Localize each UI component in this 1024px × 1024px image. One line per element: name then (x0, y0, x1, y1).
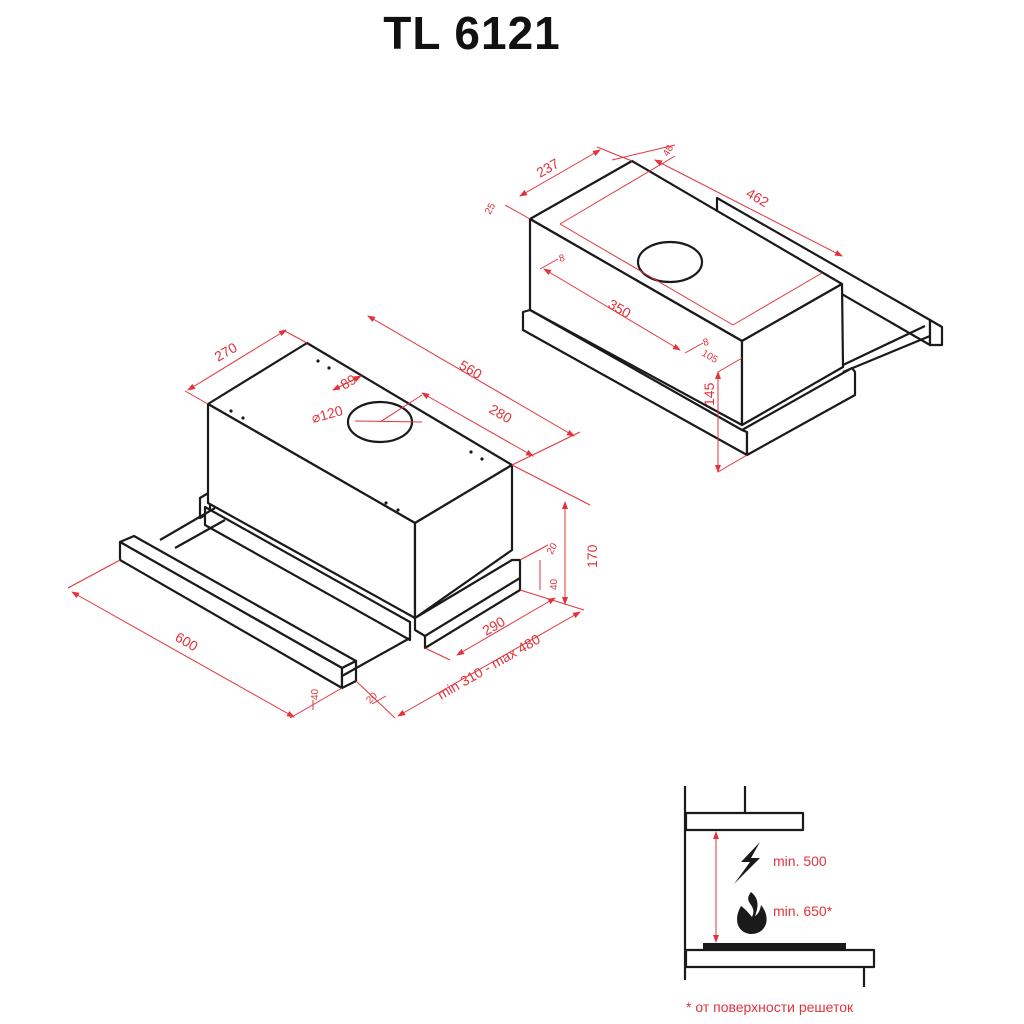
dim-237: 237 (534, 155, 562, 181)
dim-rail-20: 20 (545, 541, 560, 557)
gas-clearance-label: min. 650* (773, 903, 833, 919)
flame-icon (737, 892, 767, 935)
clearance-inset: min. 500 min. 650* * от поверхности реше… (683, 786, 876, 1015)
dim-89: 89 (338, 371, 360, 393)
dim-25: 25 (483, 201, 498, 217)
dim-170: 170 (584, 544, 600, 568)
dim-handle-20: 20 (364, 690, 380, 706)
clearance-footnote: * от поверхности решеток (686, 999, 854, 1015)
electric-clearance-label: min. 500 (773, 853, 827, 869)
dim-rail-40: 40 (549, 578, 560, 590)
dim-extension: min 310 - max 480 (435, 631, 544, 703)
dim-48: 48 (661, 143, 676, 159)
dim-280: 280 (487, 401, 515, 427)
dim-145: 145 (701, 382, 717, 406)
dim-290: 290 (480, 613, 508, 639)
dim-560: 560 (457, 357, 485, 383)
dim-hole-right: 8 (702, 337, 711, 349)
right-hood-drawing (521, 159, 944, 457)
lightning-icon (734, 842, 760, 884)
page-title: TL 6121 (383, 7, 561, 59)
dim-hole-left: 8 (558, 253, 567, 265)
dim-462: 462 (744, 185, 772, 211)
dim-handle-40: 40 (310, 688, 321, 700)
